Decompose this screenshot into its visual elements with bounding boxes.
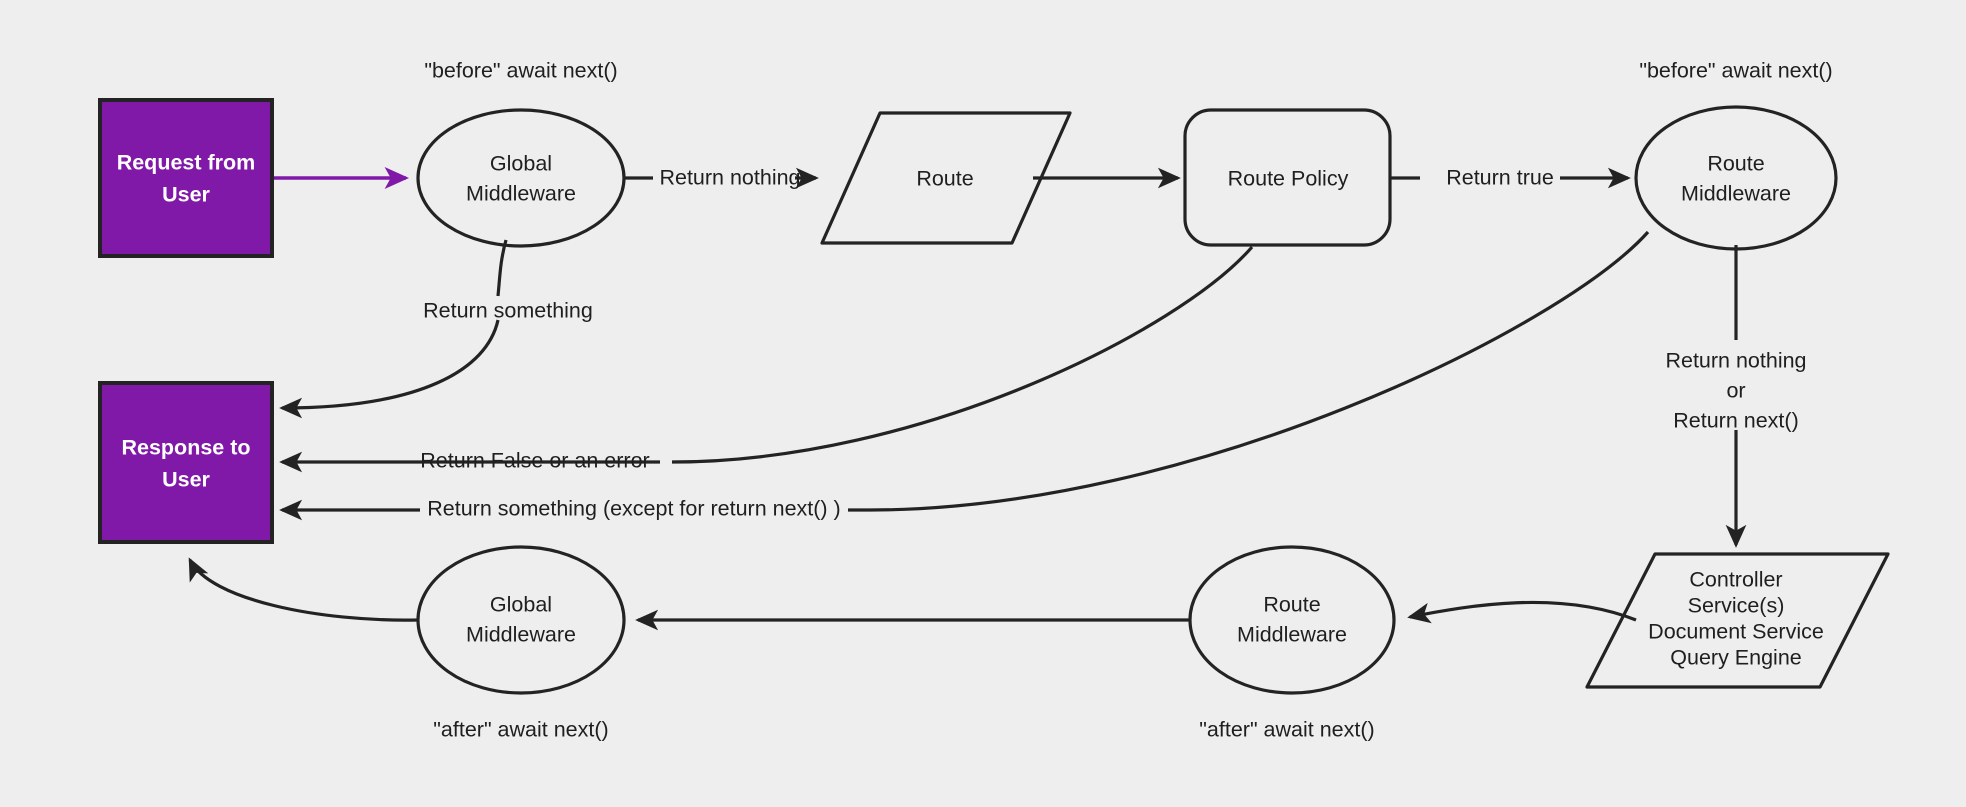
edge-label-return-false-or-error: Return False or an error [420, 449, 649, 473]
route-middleware-before-ellipse [1634, 105, 1838, 251]
handler-label-line2: Service(s) [1688, 594, 1785, 618]
node-handler[interactable]: Controller Service(s) Document Service Q… [1585, 552, 1890, 689]
global-middleware-before-label-line2: Middleware [466, 182, 576, 206]
route-policy-label: Route Policy [1228, 167, 1349, 191]
global-middleware-after-label-line2: Middleware [466, 623, 576, 647]
request-from-user-label-line1: Request from [117, 151, 256, 175]
node-global-middleware-before[interactable]: Global Middleware [416, 108, 626, 248]
node-request-from-user[interactable]: Request from User [98, 98, 274, 258]
global-middleware-before-ellipse [416, 108, 626, 248]
handler-parallelogram [1585, 552, 1890, 689]
route-middleware-before-label-line1: Route [1707, 152, 1764, 176]
node-route[interactable]: Route [820, 111, 1072, 245]
route-middleware-after-label-line1: Route [1263, 593, 1320, 617]
annotation-after-await-next-global: "after" await next() [433, 718, 608, 742]
edge-label-return-true: Return true [1446, 166, 1554, 190]
node-route-middleware-before[interactable]: Route Middleware [1634, 105, 1838, 251]
route-middleware-before-label-line2: Middleware [1681, 182, 1791, 206]
edge-global-middleware-after-to-response [188, 557, 419, 622]
edge-handler-to-route-middleware-after [1407, 600, 1637, 624]
route-middleware-after-label-line2: Middleware [1237, 623, 1347, 647]
edge-label-return-nothing-or-next-line1: Return nothing [1665, 349, 1806, 373]
global-middleware-before-label-line1: Global [490, 152, 552, 176]
annotation-before-await-next-route-mw: "before" await next() [1639, 59, 1832, 83]
request-from-user-box [98, 98, 274, 258]
edge-global-middleware-return-stub [496, 239, 508, 297]
edge-label-return-something: Return something [423, 299, 593, 323]
global-middleware-after-label-line1: Global [490, 593, 552, 617]
edge-label-return-nothing: Return nothing [659, 166, 800, 190]
edge-global-middleware-to-response [279, 319, 500, 419]
edge-route-middleware-to-response-curve [869, 230, 1650, 512]
route-parallelogram [820, 111, 1072, 245]
response-to-user-box [98, 381, 274, 544]
handler-label-line3: Document Service [1648, 620, 1824, 644]
handler-label-line1: Controller [1689, 568, 1782, 592]
node-route-middleware-after[interactable]: Route Middleware [1188, 545, 1396, 695]
route-label: Route [916, 167, 973, 191]
edge-route-policy-to-response-curve [671, 245, 1254, 464]
edge-label-return-nothing-or-next-line3: Return next() [1673, 409, 1798, 433]
annotation-after-await-next-route-mw: "after" await next() [1199, 718, 1374, 742]
global-middleware-after-ellipse [416, 545, 626, 695]
node-route-policy[interactable]: Route Policy [1183, 108, 1392, 247]
route-policy-box [1183, 108, 1392, 247]
response-to-user-label-line2: User [162, 468, 210, 492]
handler-label-line4: Query Engine [1670, 646, 1801, 670]
response-to-user-label-line1: Response to [121, 436, 250, 460]
request-from-user-label-line2: User [162, 183, 210, 207]
node-response-to-user[interactable]: Response to User [98, 381, 274, 544]
edge-label-return-nothing-or-next-line2: or [1726, 379, 1745, 403]
node-global-middleware-after[interactable]: Global Middleware [416, 545, 626, 695]
route-middleware-after-ellipse [1188, 545, 1396, 695]
edge-label-return-something-except-next: Return something (except for return next… [427, 497, 840, 521]
annotation-before-await-next-global: "before" await next() [424, 59, 617, 83]
